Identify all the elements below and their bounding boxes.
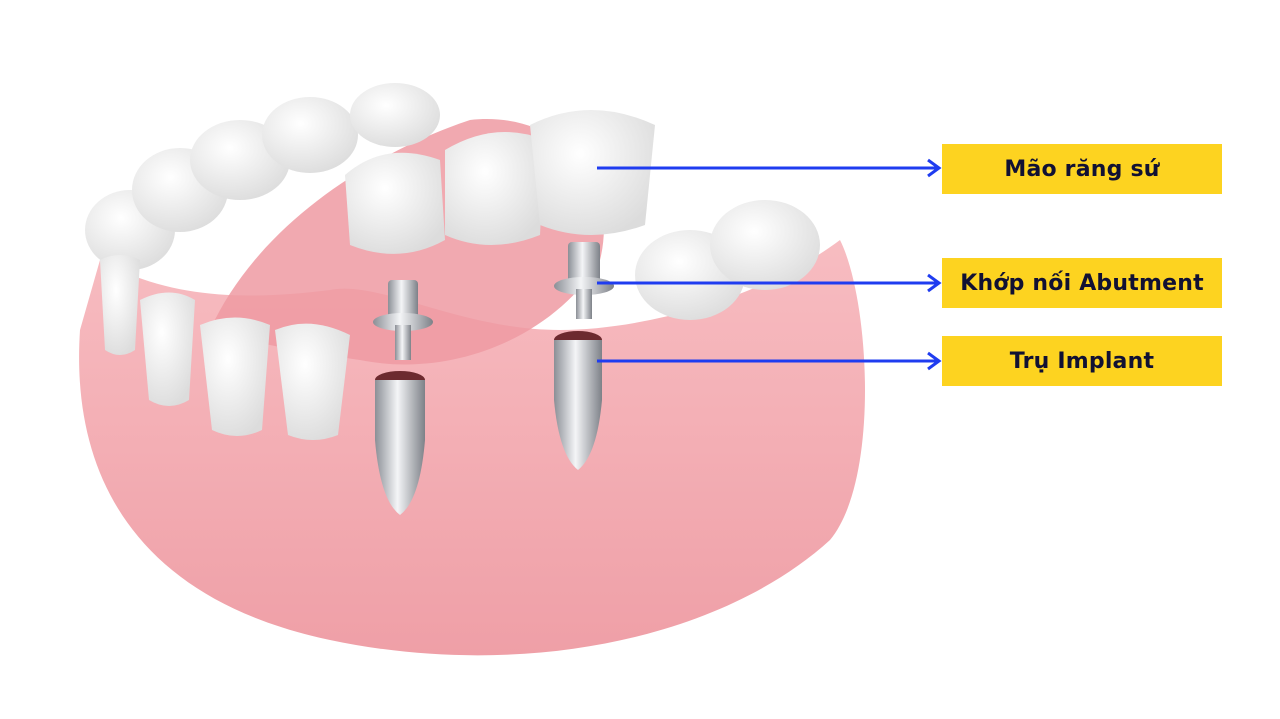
label-crown-text: Mão răng sứ: [1004, 156, 1160, 182]
natural-teeth: [85, 83, 820, 440]
label-abutment-text: Khớp nối Abutment: [960, 270, 1204, 296]
label-abutment: Khớp nối Abutment: [942, 258, 1222, 308]
label-crown: Mão răng sứ: [942, 144, 1222, 194]
crown-bridge: [345, 110, 655, 254]
label-implant-text: Trụ Implant: [1009, 348, 1155, 374]
implant-posts: [375, 331, 602, 515]
callout-arrows: [597, 158, 942, 371]
label-implant: Trụ Implant: [942, 336, 1222, 386]
abutments: [373, 242, 614, 360]
